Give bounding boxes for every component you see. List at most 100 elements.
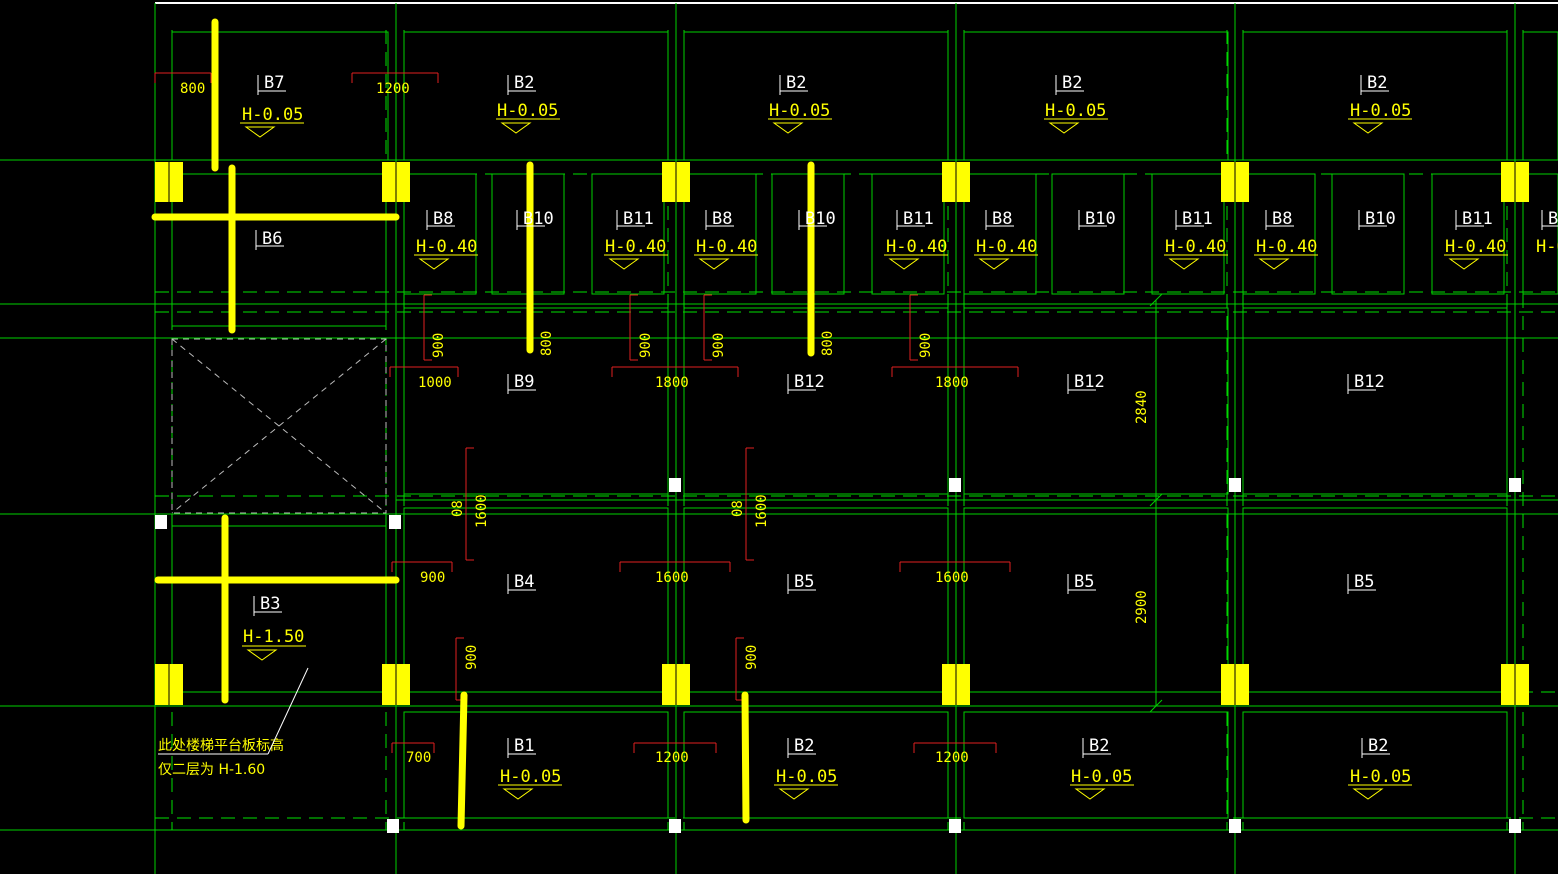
slab-frame: [1151, 173, 1225, 295]
slab-label: B2: [1062, 73, 1082, 93]
dimension-tick: [1149, 293, 1163, 307]
slab-label: B2: [794, 736, 814, 756]
slab-label: B12: [794, 372, 825, 392]
slab-frame: [1242, 307, 1508, 495]
dimension-text: 800: [820, 331, 836, 356]
slab-label: B2: [1368, 736, 1388, 756]
node-marker: [1229, 819, 1241, 833]
node-marker: [1509, 819, 1521, 833]
slab-label: B5: [1074, 572, 1094, 592]
dimension-text: 2840: [1134, 390, 1150, 424]
dimension-text: 08: [450, 500, 466, 517]
slab-frame: [1051, 173, 1125, 295]
slab-elevation: H-0.05: [1045, 101, 1106, 121]
dimension-text: 1800: [655, 375, 689, 391]
elevation-marker: [1074, 788, 1106, 800]
slab-label: B6: [262, 229, 282, 249]
dimension-text: 900: [638, 333, 654, 358]
slab-label: B2: [786, 73, 806, 93]
node-marker: [387, 819, 399, 833]
slab-label: B12: [1354, 372, 1385, 392]
node-marker: [949, 819, 961, 833]
slab-frame: [171, 31, 389, 161]
slab-frame: [403, 507, 669, 693]
elevation-marker: [418, 258, 450, 270]
dimension-text: 900: [918, 333, 934, 358]
slab-frame: [171, 173, 387, 327]
node-marker: [389, 515, 401, 529]
slab-label: B11: [1462, 209, 1493, 229]
slab-label: B: [1548, 209, 1558, 229]
node-marker: [669, 478, 681, 492]
structural-columns: [155, 162, 1529, 705]
elevation-marker: [1168, 258, 1200, 270]
note-leader-line: [267, 667, 309, 755]
elevation-marker: [1048, 122, 1080, 134]
slab-label: B4: [514, 572, 534, 592]
slab-label: B10: [523, 209, 554, 229]
small-white-markers: [155, 478, 1521, 833]
slab-label: B5: [1354, 572, 1374, 592]
slab-frame: [1242, 507, 1508, 693]
slab-frames: [171, 31, 1558, 819]
slab-frame: [1242, 31, 1508, 161]
slab-elevation: H-0.05: [776, 767, 837, 787]
dimension-text: 1600: [754, 494, 770, 528]
dimension-text: 08: [730, 500, 746, 517]
dimension-text: 900: [420, 570, 445, 586]
dimension-tick: [1149, 699, 1163, 713]
slab-label: B10: [805, 209, 836, 229]
dimension-text: 1600: [935, 570, 969, 586]
slab-frame: [1331, 173, 1405, 295]
highlight-line: [457, 691, 468, 830]
slab-frame: [963, 31, 1229, 161]
dimension-text: 700: [406, 750, 431, 766]
dimension-text: 900: [464, 645, 480, 670]
slab-frame: [171, 525, 387, 693]
stair-opening-cross: [171, 338, 387, 514]
slab-elevation: H-0.05: [497, 101, 558, 121]
elevation-marker: [244, 126, 276, 138]
slab-frame: [963, 307, 1229, 495]
note-line-1: 此处楼梯平台板标高: [158, 737, 284, 754]
slab-elevation: H-0.40: [1256, 237, 1317, 257]
dimension-text: 1200: [655, 750, 689, 766]
node-marker: [155, 515, 167, 529]
slab-label: B10: [1365, 209, 1396, 229]
dimension-text: 1000: [418, 375, 452, 391]
note-line-2: 仅二层为 H-1.60: [158, 762, 265, 778]
slab-label: B11: [1182, 209, 1213, 229]
elevation-marker: [698, 258, 730, 270]
slab-frame: [403, 31, 669, 161]
node-marker: [1229, 478, 1241, 492]
dimension-text: 800: [539, 331, 555, 356]
dimension-text: 900: [744, 645, 760, 670]
dimension-text: 1600: [655, 570, 689, 586]
slab-elevation: H-1.50: [243, 627, 304, 647]
slab-frame: [963, 507, 1229, 693]
slab-label: B2: [1089, 736, 1109, 756]
slab-elevation: H-0.40: [886, 237, 947, 257]
slab-frame: [871, 173, 945, 295]
node-marker: [1509, 478, 1521, 492]
slab-elevation: H-0.05: [242, 105, 303, 125]
dimension-text: 800: [180, 81, 205, 97]
slab-frame: [403, 711, 669, 819]
elevation-marker: [500, 122, 532, 134]
slab-elevation: H-0.40: [416, 237, 477, 257]
node-marker: [949, 478, 961, 492]
elevation-marker: [778, 788, 810, 800]
dimension-text: 900: [711, 333, 727, 358]
slab-elevation: H-0.05: [1350, 767, 1411, 787]
dimension-text: 1800: [935, 375, 969, 391]
node-marker: [669, 819, 681, 833]
elevation-marker: [1258, 258, 1290, 270]
slab-label: B11: [623, 209, 654, 229]
slab-label: B2: [1367, 73, 1387, 93]
elevation-marker: [608, 258, 640, 270]
slab-elevation: H-0.05: [1071, 767, 1132, 787]
slab-label: B8: [712, 209, 732, 229]
highlight-yellow-lines: [151, 18, 815, 830]
